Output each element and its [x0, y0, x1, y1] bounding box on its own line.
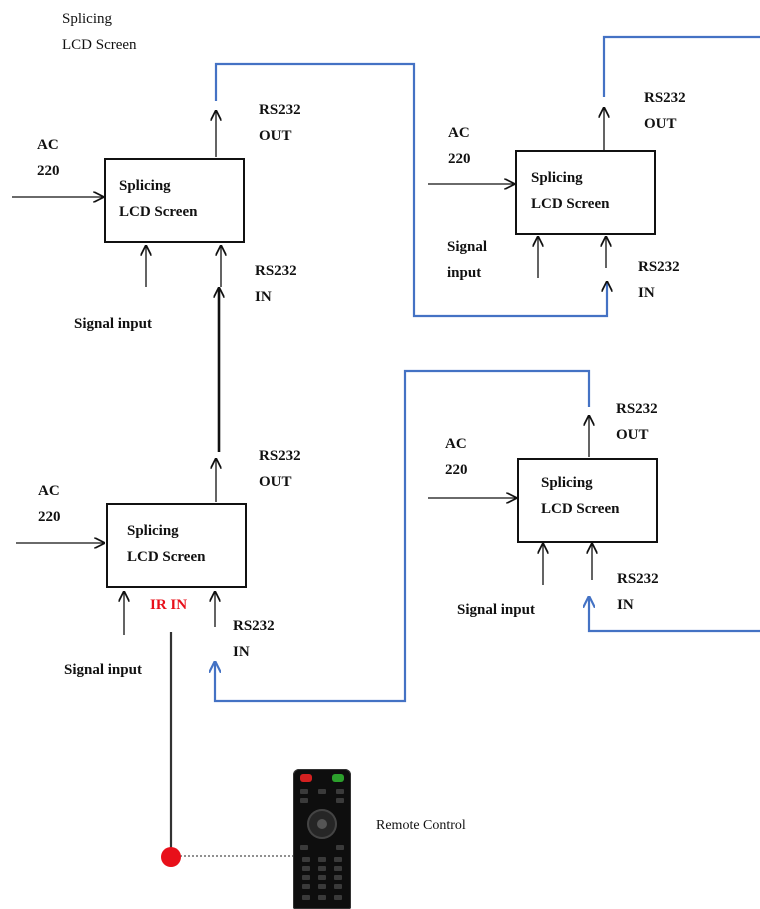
ac-label-screen2: AC 220 [448, 120, 471, 172]
screen-title: Splicing LCD Screen [531, 165, 609, 217]
screen-title-line1: Splicing [541, 475, 593, 491]
screen-title-line1: Splicing [119, 178, 171, 194]
remote-key [302, 866, 310, 871]
top-caption: Splicing LCD Screen [62, 6, 137, 58]
remote-key [336, 845, 344, 850]
screen-title-line1: Splicing [127, 523, 179, 539]
screen-title-line2: LCD Screen [127, 549, 206, 565]
rs232-out-line2: OUT [616, 427, 649, 443]
rs232-out-line2: OUT [259, 474, 292, 490]
top-caption-line2: LCD Screen [62, 37, 137, 53]
screen-title: Splicing LCD Screen [127, 518, 205, 570]
remote-key [302, 884, 310, 889]
rs232-out-label-screen4: RS232 OUT [616, 396, 658, 448]
rs232-link-into-screen4 [589, 597, 760, 633]
screen-title-line1: Splicing [531, 170, 583, 186]
rs232-in-label-screen4: RS232 IN [617, 566, 659, 618]
remote-key [302, 857, 310, 862]
dpad-icon [307, 809, 337, 839]
screen-title-line2: LCD Screen [541, 501, 620, 517]
ir-in-label: IR IN [150, 597, 188, 613]
remote-key [334, 884, 342, 889]
splicing-screen-2: Splicing LCD Screen [515, 150, 656, 235]
rs232-out-line1: RS232 [616, 401, 658, 417]
green-button [332, 774, 344, 782]
signal-input-line1: Signal [447, 239, 488, 255]
ac-label-screen1: AC 220 [37, 132, 60, 184]
ac-label-line2: 220 [38, 509, 61, 525]
ir-receiver-dot [161, 847, 181, 867]
ac-label-line1: AC [37, 137, 59, 153]
screen-title-line2: LCD Screen [119, 204, 198, 220]
signal-input-label-screen3: Signal input [64, 662, 142, 678]
rs232-out-line1: RS232 [259, 448, 301, 464]
rs232-out-label-screen2: RS232 OUT [644, 85, 686, 137]
remote-key [300, 789, 308, 794]
ac-label-line2: 220 [448, 151, 471, 167]
rs232-in-line1: RS232 [638, 259, 680, 275]
remote-key [300, 845, 308, 850]
screen-title-line2: LCD Screen [531, 196, 610, 212]
rs232-in-label-screen1: RS232 IN [255, 258, 297, 310]
rs232-in-line1: RS232 [233, 618, 275, 634]
rs232-in-line2: IN [233, 644, 250, 660]
remote-key [302, 875, 310, 880]
ac-label-line1: AC [445, 436, 467, 452]
ac-label-line1: AC [448, 125, 470, 141]
remote-key [334, 875, 342, 880]
rs232-out-label-screen1: RS232 OUT [259, 97, 301, 149]
rs232-link-screen4-to-screen3 [215, 369, 591, 703]
remote-key [318, 895, 326, 900]
remote-key [334, 895, 342, 900]
rs232-out-label-screen3: RS232 OUT [259, 443, 301, 495]
remote-key [334, 857, 342, 862]
rs232-in-line1: RS232 [255, 263, 297, 279]
remote-key [318, 866, 326, 871]
remote-key [300, 798, 308, 803]
rs232-in-line2: IN [617, 597, 634, 613]
rs232-in-line2: IN [638, 285, 655, 301]
rs232-in-line2: IN [255, 289, 272, 305]
remote-key [318, 875, 326, 880]
remote-key [318, 884, 326, 889]
rs232-in-label-screen2: RS232 IN [638, 254, 680, 306]
splicing-screen-3: Splicing LCD Screen [106, 503, 247, 588]
signal-input-label-screen1: Signal input [74, 316, 152, 332]
power-button [300, 774, 312, 782]
remote-control-label: Remote Control [376, 818, 466, 833]
ok-button-icon [317, 819, 327, 829]
rs232-out-line1: RS232 [259, 102, 301, 118]
ac-label-screen4: AC 220 [445, 431, 468, 483]
rs232-in-line1: RS232 [617, 571, 659, 587]
screen-title: Splicing LCD Screen [541, 470, 619, 522]
splicing-screen-1: Splicing LCD Screen [104, 158, 245, 243]
remote-key [302, 895, 310, 900]
ac-label-line1: AC [38, 483, 60, 499]
ac-label-line2: 220 [37, 163, 60, 179]
top-caption-line1: Splicing [62, 11, 113, 27]
remote-key [336, 798, 344, 803]
signal-input-label-screen4: Signal input [457, 602, 535, 618]
ac-label-screen3: AC 220 [38, 478, 61, 530]
rs232-link-screen1-to-screen2 [214, 62, 607, 318]
remote-key [334, 866, 342, 871]
remote-key [318, 857, 326, 862]
remote-control-image [293, 769, 351, 909]
signal-input-line2: input [447, 265, 482, 281]
ac-label-line2: 220 [445, 462, 468, 478]
rs232-link-screen2-out [602, 35, 760, 97]
remote-key [336, 789, 344, 794]
rs232-out-line1: RS232 [644, 90, 686, 106]
remote-key [318, 789, 326, 794]
screen-title: Splicing LCD Screen [119, 173, 197, 225]
rs232-out-line2: OUT [644, 116, 677, 132]
splicing-screen-4: Splicing LCD Screen [517, 458, 658, 543]
rs232-out-line2: OUT [259, 128, 292, 144]
rs232-in-label-screen3: RS232 IN [233, 613, 275, 665]
signal-input-label-screen2: Signal input [447, 234, 487, 286]
